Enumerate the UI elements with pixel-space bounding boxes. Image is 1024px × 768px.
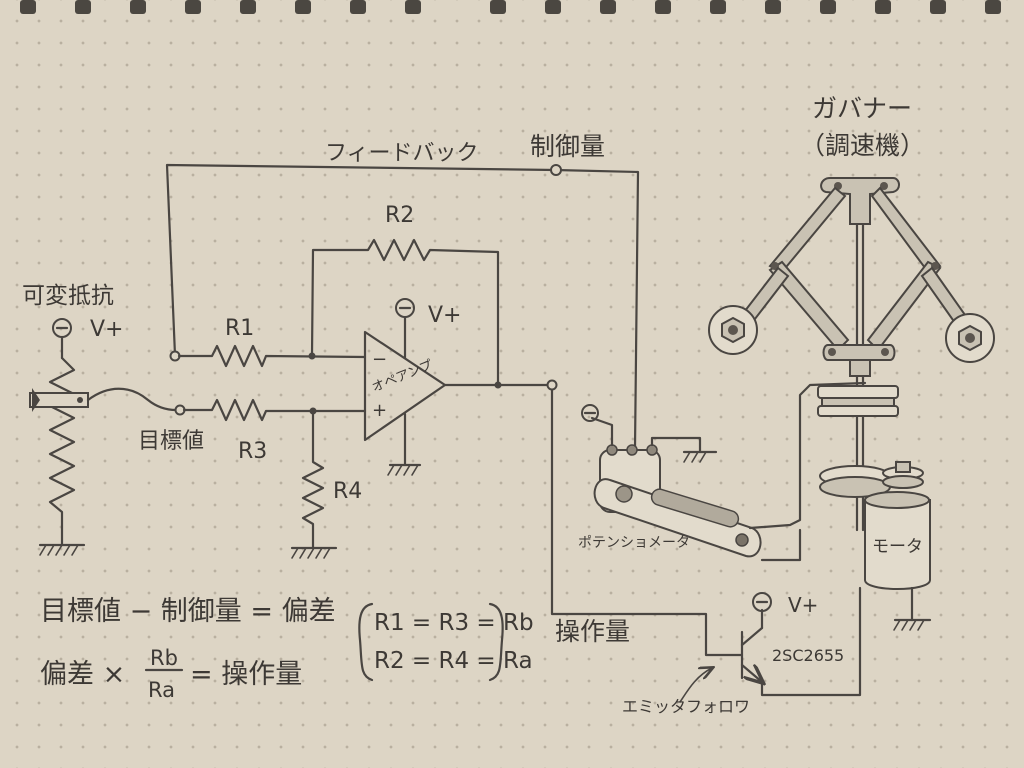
equation-denominator: Ra [148, 678, 175, 702]
variable-resistor-label: 可変抵抗 [22, 283, 114, 309]
opamp-minus: − [372, 349, 387, 370]
resistor-r4 [290, 409, 338, 559]
resistor-r1 [169, 344, 367, 368]
condition-r2-r4: R2 = R4 = Ra [374, 648, 533, 674]
potentiometer-label: ポテンショメータ [578, 535, 690, 551]
transistor-2sc2655 [679, 586, 862, 703]
resistor-r2 [310, 238, 500, 387]
output-wire [550, 388, 744, 657]
opamp-symbol [363, 298, 558, 476]
r3-label: R3 [238, 439, 267, 464]
equation-deviation: 目標値 − 制御量 = 偏差 [40, 596, 336, 627]
r2-label: R2 [385, 203, 414, 228]
transistor-label: 2SC2655 [772, 646, 844, 665]
controlled-variable-label: 制御量 [530, 132, 605, 161]
governor-mechanism [708, 177, 995, 631]
r1-label: R1 [225, 316, 254, 341]
right-bracket [488, 602, 504, 682]
emitter-follower-label: エミッタフォロワ [622, 697, 750, 716]
governor-subtitle: （調速機） [800, 131, 925, 160]
equation-output-prefix: 偏差 × [40, 659, 125, 690]
variable-resistor [29, 318, 186, 556]
opamp-vplus-label: V+ [428, 303, 461, 328]
opamp-plus: + [372, 400, 387, 421]
motor-label: モータ [872, 537, 923, 557]
equation-numerator: Rb [150, 646, 178, 670]
governor-label: ガバナー [812, 94, 912, 123]
target-value-label: 目標値 [138, 429, 204, 454]
resistor-r3 [182, 398, 367, 422]
transistor-vplus-label: V+ [788, 593, 818, 617]
r4-label: R4 [333, 479, 362, 504]
equation-output-suffix: = 操作量 [190, 659, 302, 690]
feedback-label: フィードバック [325, 141, 479, 166]
left-bracket [358, 602, 374, 682]
feedback-wire [165, 163, 640, 450]
binder-rings [20, 0, 1001, 14]
condition-r1-r3: R1 = R3 = Rb [374, 610, 534, 636]
variable-resistor-vplus-label: V+ [90, 317, 123, 342]
manipulated-variable-label: 操作量 [555, 617, 630, 646]
potentiometer [581, 381, 867, 562]
